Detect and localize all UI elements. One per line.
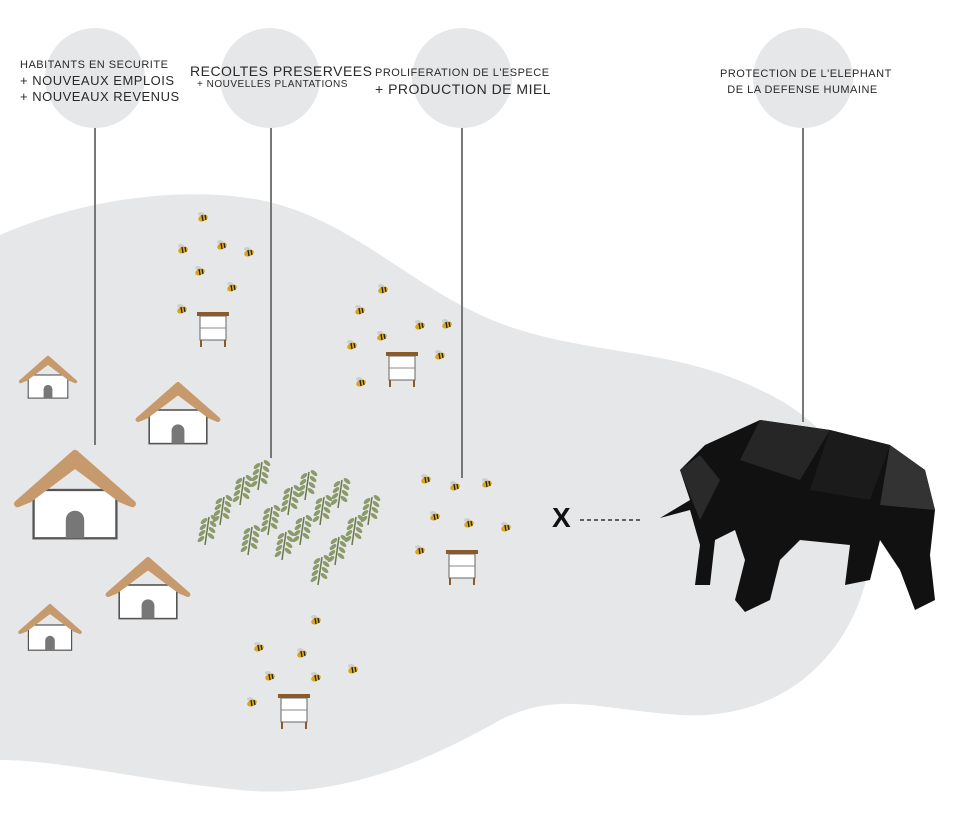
bee-icon xyxy=(415,545,425,555)
bee-icon xyxy=(377,331,387,341)
benefit-line: RECOLTES PRESERVEES xyxy=(190,63,373,79)
benefit-line: DE LA DEFENSE HUMAINE xyxy=(727,84,878,96)
benefit-label-villagers: HABITANTS EN SECURITE + NOUVEAUX EMPLOIS… xyxy=(20,57,180,105)
bee-icon xyxy=(198,212,208,222)
bee-icon xyxy=(355,305,365,315)
bee-icon xyxy=(435,350,445,360)
benefit-line: PROLIFERATION DE L'ESPECE xyxy=(375,67,550,79)
benefit-line: PROTECTION DE L'ELEPHANT xyxy=(720,68,892,80)
crop-plant xyxy=(360,495,381,526)
crop-plant xyxy=(232,475,253,506)
benefit-line: + PRODUCTION DE MIEL xyxy=(375,81,552,97)
bee-icon xyxy=(347,340,357,350)
benefit-line: + NOUVEAUX EMPLOIS xyxy=(20,73,175,88)
bee-icon xyxy=(265,671,275,681)
connector-lines xyxy=(94,128,804,478)
bee-icon xyxy=(442,319,452,329)
benefit-label-bees: PROLIFERATION DE L'ESPECE + PRODUCTION D… xyxy=(375,65,552,97)
territory-blob xyxy=(0,194,870,792)
bee-icon xyxy=(217,240,227,250)
house-icon xyxy=(135,381,221,445)
crop-plant xyxy=(297,470,318,501)
bee-icon xyxy=(356,377,366,387)
crop-field xyxy=(197,460,381,586)
elephant-icon xyxy=(660,420,935,612)
crop-plant xyxy=(274,530,295,561)
crop-plant xyxy=(280,485,301,516)
crop-plant xyxy=(330,478,351,509)
bee-icon xyxy=(311,672,321,682)
house-icon xyxy=(14,449,136,540)
house-icon xyxy=(105,556,191,620)
benefit-line: + NOUVELLES PLANTATIONS xyxy=(197,79,348,90)
crop-plant xyxy=(250,460,271,491)
village-houses xyxy=(14,355,221,651)
bee-icon xyxy=(501,522,511,532)
bees xyxy=(177,212,511,707)
bee-icon xyxy=(421,474,431,484)
header-circles xyxy=(45,28,853,128)
bee-icon xyxy=(178,244,188,254)
bee-icon xyxy=(348,664,358,674)
benefit-label-crops: RECOLTES PRESERVEES + NOUVELLES PLANTATI… xyxy=(190,63,373,91)
house-icon xyxy=(18,355,78,399)
bee-icon xyxy=(247,697,257,707)
bee-icon xyxy=(177,304,187,314)
crop-plant xyxy=(212,495,233,526)
bee-icon xyxy=(378,284,388,294)
beehive-icon xyxy=(386,352,418,387)
crop-plant xyxy=(327,535,348,566)
bee-icon xyxy=(482,478,492,488)
crop-plant xyxy=(260,505,281,536)
crop-plant xyxy=(240,525,261,556)
benefit-circle xyxy=(412,28,512,128)
benefit-circle xyxy=(753,28,853,128)
bee-icon xyxy=(430,511,440,521)
benefit-circle xyxy=(45,28,145,128)
benefit-circle xyxy=(220,28,320,128)
bee-icon xyxy=(254,642,264,652)
bee-icon xyxy=(195,266,205,276)
bee-icon xyxy=(464,518,474,528)
benefit-label-elephant: PROTECTION DE L'ELEPHANT DE LA DEFENSE H… xyxy=(720,66,892,98)
bee-icon xyxy=(227,282,237,292)
bee-icon xyxy=(244,247,254,257)
beehive-icon xyxy=(278,694,310,729)
beehives xyxy=(197,312,478,729)
benefit-line: + NOUVEAUX REVENUS xyxy=(20,89,180,104)
crop-plant xyxy=(292,515,313,546)
house-icon xyxy=(18,603,82,651)
crop-plant xyxy=(310,555,331,586)
bee-icon xyxy=(311,615,321,625)
benefit-line: HABITANTS EN SECURITE xyxy=(20,59,169,71)
beehive-icon xyxy=(197,312,229,347)
crop-plant xyxy=(312,495,333,526)
barrier-x-mark: X xyxy=(552,502,572,533)
beehive-icon xyxy=(446,550,478,585)
bee-icon xyxy=(450,481,460,491)
bee-icon xyxy=(297,648,307,658)
bee-icon xyxy=(415,320,425,330)
